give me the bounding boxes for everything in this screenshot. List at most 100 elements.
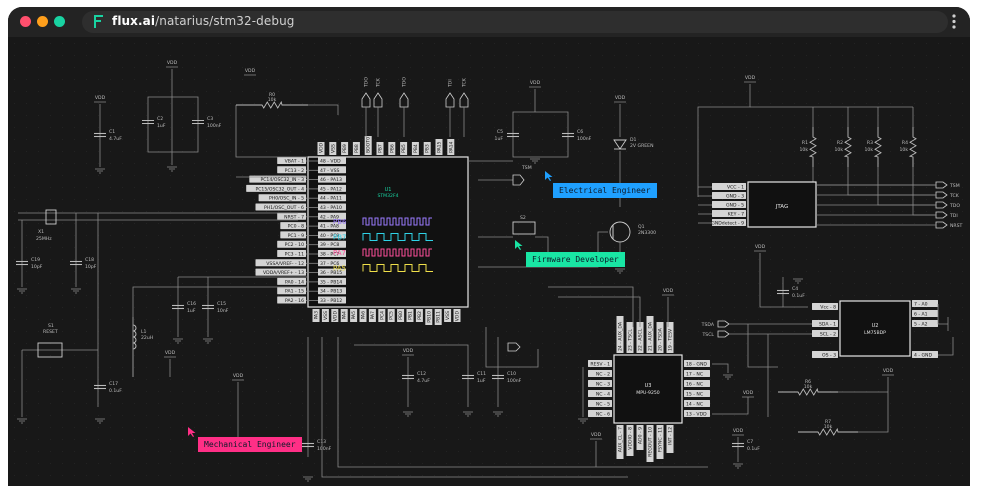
grid-dot (290, 139, 291, 140)
grid-dot (914, 223, 915, 224)
grid-dot (278, 475, 279, 476)
grid-dot (398, 463, 399, 464)
grid-dot (950, 175, 951, 176)
grid-dot (326, 331, 327, 332)
minimize-window-button[interactable] (37, 16, 48, 27)
grid-dot (194, 79, 195, 80)
grid-dot (74, 151, 75, 152)
grid-dot (386, 103, 387, 104)
grid-dot (590, 427, 591, 428)
grid-dot (746, 379, 747, 380)
grid-dot (866, 247, 867, 248)
grid-dot (14, 139, 15, 140)
mcu-bottom-pin: PB10 (426, 311, 432, 323)
grid-dot (710, 367, 711, 368)
mcu-right-pin: 44 - PA11 (320, 196, 342, 202)
more-menu-icon[interactable] (952, 14, 956, 29)
grid-dot (602, 235, 603, 236)
grid-dot (374, 67, 375, 68)
grid-dot (770, 463, 771, 464)
grid-dot (626, 475, 627, 476)
address-bar[interactable]: flux.ai/natarius/stm32-debug (82, 11, 948, 33)
grid-dot (122, 403, 123, 404)
grid-dot (14, 211, 15, 212)
grid-dot (242, 55, 243, 56)
grid-dot (590, 151, 591, 152)
grid-dot (278, 115, 279, 116)
grid-dot (146, 259, 147, 260)
grid-dot (866, 379, 867, 380)
grid-dot (206, 403, 207, 404)
grid-dot (866, 367, 867, 368)
grid-dot (698, 91, 699, 92)
grid-dot (38, 439, 39, 440)
close-window-button[interactable] (20, 16, 31, 27)
grid-dot (926, 439, 927, 440)
grid-dot (614, 103, 615, 104)
grid-dot (398, 331, 399, 332)
grid-dot (470, 199, 471, 200)
grid-dot (50, 79, 51, 80)
grid-dot (590, 451, 591, 452)
grid-dot (86, 427, 87, 428)
grid-dot (482, 223, 483, 224)
grid-dot (626, 283, 627, 284)
grid-dot (518, 463, 519, 464)
grid-dot (938, 367, 939, 368)
grid-dot (422, 91, 423, 92)
cursor-pointer-icon (545, 171, 553, 181)
grid-dot (458, 379, 459, 380)
grid-dot (530, 343, 531, 344)
grid-dot (386, 115, 387, 116)
grid-dot (506, 319, 507, 320)
grid-dot (962, 187, 963, 188)
component-ref: R1 (802, 140, 808, 146)
component-value: 100nF (207, 123, 222, 129)
mcu-ref: U1 (385, 187, 392, 193)
grid-dot (98, 427, 99, 428)
grid-dot (554, 319, 555, 320)
grid-dot (374, 367, 375, 368)
grid-dot (326, 127, 327, 128)
grid-dot (290, 55, 291, 56)
grid-dot (902, 451, 903, 452)
grid-dot (578, 247, 579, 248)
mcu-top-pin-bg (388, 142, 396, 155)
grid-dot (278, 307, 279, 308)
grid-dot (230, 283, 231, 284)
signal-name-pb7: PB7 (333, 234, 346, 242)
grid-dot (86, 91, 87, 92)
grid-dot (842, 415, 843, 416)
jtag-pin-bg (712, 183, 746, 190)
grid-dot (122, 175, 123, 176)
grid-dot (782, 67, 783, 68)
mcu-bottom-pin-bg (321, 309, 329, 322)
resistor-symbol (908, 127, 917, 167)
maximize-window-button[interactable] (54, 16, 65, 27)
grid-dot (170, 295, 171, 296)
grid-dot (38, 271, 39, 272)
grid-dot (686, 79, 687, 80)
mcu-right-pin-bg (318, 250, 346, 257)
grid-dot (686, 295, 687, 296)
grid-dot (830, 367, 831, 368)
grid-dot (842, 427, 843, 428)
switch-s2-body (512, 221, 536, 235)
grid-dot (542, 307, 543, 308)
grid-dot (890, 283, 891, 284)
grid-dot (314, 115, 315, 116)
grid-dot (206, 283, 207, 284)
grid-dot (494, 247, 495, 248)
grid-dot (506, 91, 507, 92)
grid-dot (866, 259, 867, 260)
grid-dot (818, 115, 819, 116)
grid-dot (782, 271, 783, 272)
mcu-left-pin-bg (277, 277, 306, 285)
grid-dot (134, 67, 135, 68)
component-ref: C19 (31, 257, 40, 263)
grid-dot (494, 259, 495, 260)
grid-dot (950, 331, 951, 332)
browser-titlebar: flux.ai/natarius/stm32-debug (8, 7, 970, 37)
grid-dot (890, 79, 891, 80)
